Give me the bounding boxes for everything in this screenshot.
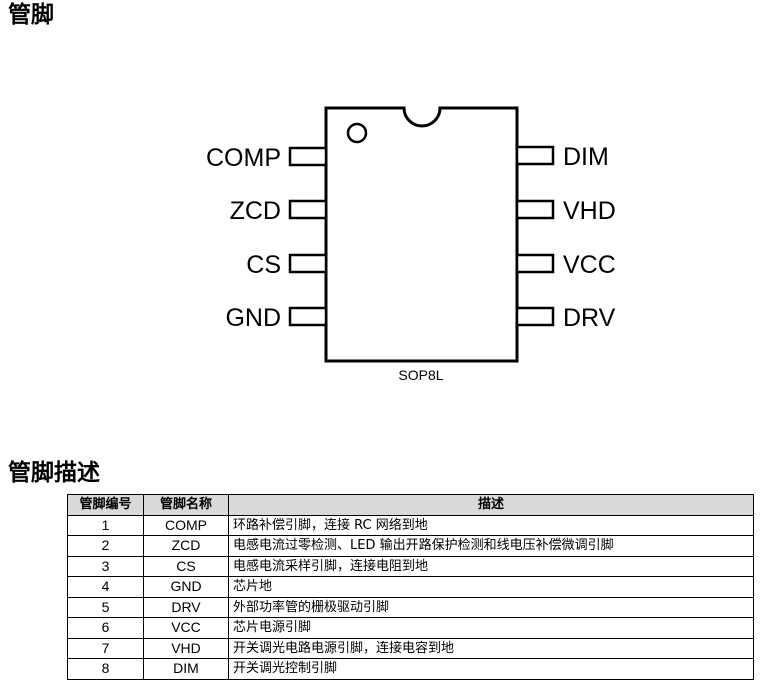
pin-description: 环路补偿引脚，连接 RC 网络到地: [228, 514, 754, 536]
pin-stub-vhd: [515, 199, 555, 220]
pin-description: 电感电流过零检测、LED 输出开路保护检测和线电压补偿微调引脚: [228, 535, 754, 557]
table-header-row: 管脚编号 管脚名称 描述: [67, 494, 754, 516]
header-pin-name: 管脚名称: [143, 494, 229, 516]
pin-stub-vcc: [515, 253, 555, 274]
table-row: 1 COMP 环路补偿引脚，连接 RC 网络到地: [67, 514, 754, 536]
pin-name: DIM: [143, 658, 229, 680]
table-row: 6 VCC 芯片电源引脚: [67, 617, 754, 639]
table-row: 3 CS 电感电流采样引脚，连接电阻到地: [67, 555, 754, 577]
table-row: 7 VHD 开关调光电路电源引脚，连接电容到地: [67, 637, 754, 659]
pin-label-comp: COMP: [206, 144, 281, 172]
pin-stub-gnd: [288, 306, 328, 327]
pin-name: COMP: [143, 514, 229, 536]
pin-label-zcd: ZCD: [230, 197, 281, 225]
pin-label-vcc: VCC: [563, 251, 616, 279]
pin-description: 开关调光电路电源引脚，连接电容到地: [228, 637, 754, 659]
package-label: SOP8L: [398, 367, 443, 383]
pin-label-drv: DRV: [563, 304, 616, 332]
pin-description-table: 管脚编号 管脚名称 描述 1 COMP 环路补偿引脚，连接 RC 网络到地 2 …: [67, 494, 754, 680]
table-row: 4 GND 芯片地: [67, 576, 754, 598]
table-row: 8 DIM 开关调光控制引脚: [67, 658, 754, 680]
pin-name: VCC: [143, 617, 229, 639]
table-row: 2 ZCD 电感电流过零检测、LED 输出开路保护检测和线电压补偿微调引脚: [67, 535, 754, 557]
pin-number: 3: [67, 555, 144, 577]
pin1-marker: [346, 122, 368, 144]
pin-number: 2: [67, 535, 144, 557]
pin-description: 电感电流采样引脚，连接电阻到地: [228, 555, 754, 577]
header-pin-number: 管脚编号: [67, 494, 144, 516]
pins-heading: 管脚: [8, 2, 54, 28]
pin-number: 6: [67, 617, 144, 639]
pin-stub-comp: [288, 146, 328, 167]
pin-name: GND: [143, 576, 229, 598]
pin-stub-dim: [515, 145, 555, 166]
pin-number: 7: [67, 637, 144, 659]
pin-stub-zcd: [288, 199, 328, 220]
table-row: 5 DRV 外部功率管的栅极驱动引脚: [67, 596, 754, 618]
pin-description: 开关调光控制引脚: [228, 658, 754, 680]
pin-number: 8: [67, 658, 144, 680]
pin-name: DRV: [143, 596, 229, 618]
pin-description: 外部功率管的栅极驱动引脚: [228, 596, 754, 618]
pin-number: 5: [67, 596, 144, 618]
pin-name: CS: [143, 555, 229, 577]
pin-stub-cs: [288, 253, 328, 274]
pin-label-vhd: VHD: [563, 197, 616, 225]
header-description: 描述: [228, 494, 754, 516]
pin-description: 芯片地: [228, 576, 754, 598]
pin-number: 4: [67, 576, 144, 598]
pin-number: 1: [67, 514, 144, 536]
package-body: [324, 106, 519, 363]
pin-description: 芯片电源引脚: [228, 617, 754, 639]
pin-label-cs: CS: [246, 251, 281, 279]
pin-label-gnd: GND: [225, 304, 281, 332]
pin-description-heading: 管脚描述: [8, 460, 100, 486]
pin-stub-drv: [515, 306, 555, 327]
pin-label-dim: DIM: [563, 143, 609, 171]
pin-name: VHD: [143, 637, 229, 659]
pinout-diagram: COMP ZCD CS GND DIM VHD VCC DRV SOP8L: [206, 106, 616, 383]
pin-name: ZCD: [143, 535, 229, 557]
